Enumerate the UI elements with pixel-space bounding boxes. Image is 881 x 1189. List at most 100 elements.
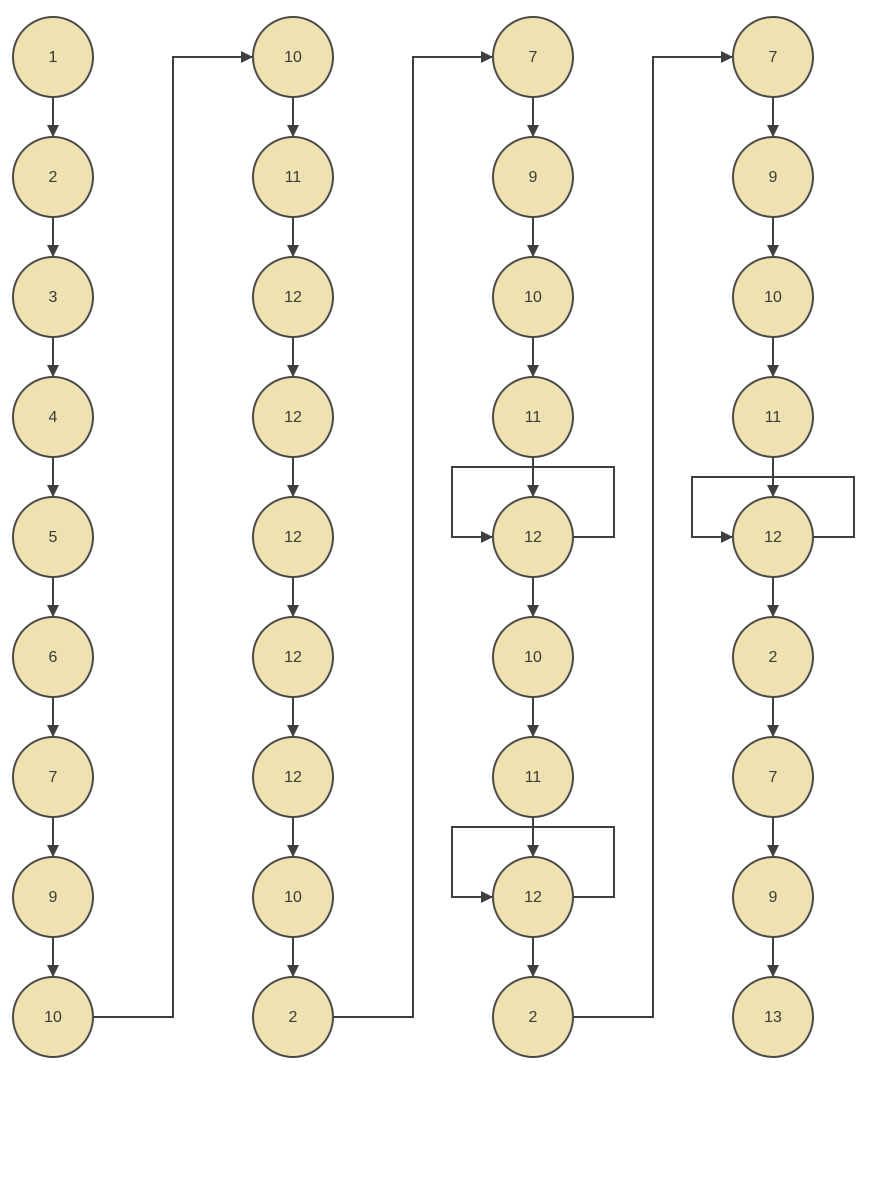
node-c2-0: 7	[492, 16, 574, 98]
node-circle	[492, 496, 574, 578]
node-c0-1: 2	[12, 136, 94, 218]
node-c3-4: 12	[732, 496, 814, 578]
node-c1-4: 12	[252, 496, 334, 578]
node-c3-1: 9	[732, 136, 814, 218]
node-circle	[732, 856, 814, 938]
node-c0-3: 4	[12, 376, 94, 458]
node-circle	[12, 16, 94, 98]
node-circle	[252, 856, 334, 938]
node-c1-0: 10	[252, 16, 334, 98]
node-label: 12	[524, 529, 542, 546]
node-circle	[492, 736, 574, 818]
node-label: 10	[44, 1009, 62, 1026]
node-circle	[12, 616, 94, 698]
edges-layer	[47, 51, 855, 1018]
node-circle	[732, 496, 814, 578]
node-c2-2: 10	[492, 256, 574, 338]
node-label: 4	[49, 409, 58, 426]
connector-c0-to-c1	[93, 51, 253, 1018]
node-circle	[492, 136, 574, 218]
node-circle	[252, 256, 334, 338]
node-label: 7	[49, 769, 58, 786]
node-label: 6	[49, 649, 58, 666]
node-c0-4: 5	[12, 496, 94, 578]
node-circle	[492, 256, 574, 338]
node-label: 13	[764, 1009, 782, 1026]
node-circle	[12, 856, 94, 938]
node-circle	[492, 616, 574, 698]
node-label: 12	[284, 769, 302, 786]
node-label: 12	[284, 649, 302, 666]
node-label: 2	[289, 1009, 298, 1026]
node-label: 2	[529, 1009, 538, 1026]
node-circle	[732, 136, 814, 218]
node-circle	[12, 376, 94, 458]
node-c0-2: 3	[12, 256, 94, 338]
connector-c2-to-c3	[573, 51, 733, 1018]
node-c1-7: 10	[252, 856, 334, 938]
node-label: 10	[764, 289, 782, 306]
node-label: 5	[49, 529, 58, 546]
node-label: 7	[769, 49, 778, 66]
node-circle	[252, 736, 334, 818]
nodes-layer: 1234567910101112121212121027910111210111…	[12, 16, 814, 1058]
node-circle	[732, 616, 814, 698]
node-label: 3	[49, 289, 58, 306]
node-c2-5: 10	[492, 616, 574, 698]
node-circle	[12, 256, 94, 338]
node-c1-3: 12	[252, 376, 334, 458]
node-circle	[732, 16, 814, 98]
node-circle	[12, 976, 94, 1058]
node-c0-8: 10	[12, 976, 94, 1058]
node-circle	[492, 976, 574, 1058]
node-label: 12	[284, 529, 302, 546]
node-label: 12	[284, 409, 302, 426]
node-circle	[12, 136, 94, 218]
connector-c1-to-c2	[333, 51, 493, 1018]
node-circle	[492, 16, 574, 98]
node-c3-7: 9	[732, 856, 814, 938]
node-label: 12	[284, 289, 302, 306]
node-c1-1: 11	[252, 136, 334, 218]
node-circle	[732, 976, 814, 1058]
node-c0-0: 1	[12, 16, 94, 98]
node-circle	[252, 616, 334, 698]
node-circle	[732, 376, 814, 458]
node-c3-8: 13	[732, 976, 814, 1058]
node-c2-8: 2	[492, 976, 574, 1058]
node-label: 7	[529, 49, 538, 66]
node-circle	[12, 736, 94, 818]
node-c1-5: 12	[252, 616, 334, 698]
node-c3-6: 7	[732, 736, 814, 818]
node-circle	[252, 976, 334, 1058]
node-c2-3: 11	[492, 376, 574, 458]
node-label: 10	[524, 289, 542, 306]
node-label: 11	[525, 769, 542, 786]
node-circle	[732, 736, 814, 818]
node-c3-5: 2	[732, 616, 814, 698]
self-loop-c2-4	[451, 466, 615, 543]
node-c2-7: 12	[492, 856, 574, 938]
node-circle	[12, 496, 94, 578]
node-circle	[492, 376, 574, 458]
node-label: 11	[285, 169, 302, 186]
node-c3-2: 10	[732, 256, 814, 338]
node-c3-3: 11	[732, 376, 814, 458]
node-c0-5: 6	[12, 616, 94, 698]
node-c3-0: 7	[732, 16, 814, 98]
node-label: 9	[769, 169, 778, 186]
node-label: 11	[765, 409, 782, 426]
node-label: 12	[764, 529, 782, 546]
node-label: 1	[49, 49, 58, 66]
node-circle	[252, 16, 334, 98]
node-label: 7	[769, 769, 778, 786]
node-label: 9	[49, 889, 58, 906]
self-loop-c2-7	[451, 826, 615, 903]
node-c1-2: 12	[252, 256, 334, 338]
node-label: 10	[284, 889, 302, 906]
node-c1-6: 12	[252, 736, 334, 818]
node-label: 11	[525, 409, 542, 426]
node-c0-6: 7	[12, 736, 94, 818]
node-c2-4: 12	[492, 496, 574, 578]
